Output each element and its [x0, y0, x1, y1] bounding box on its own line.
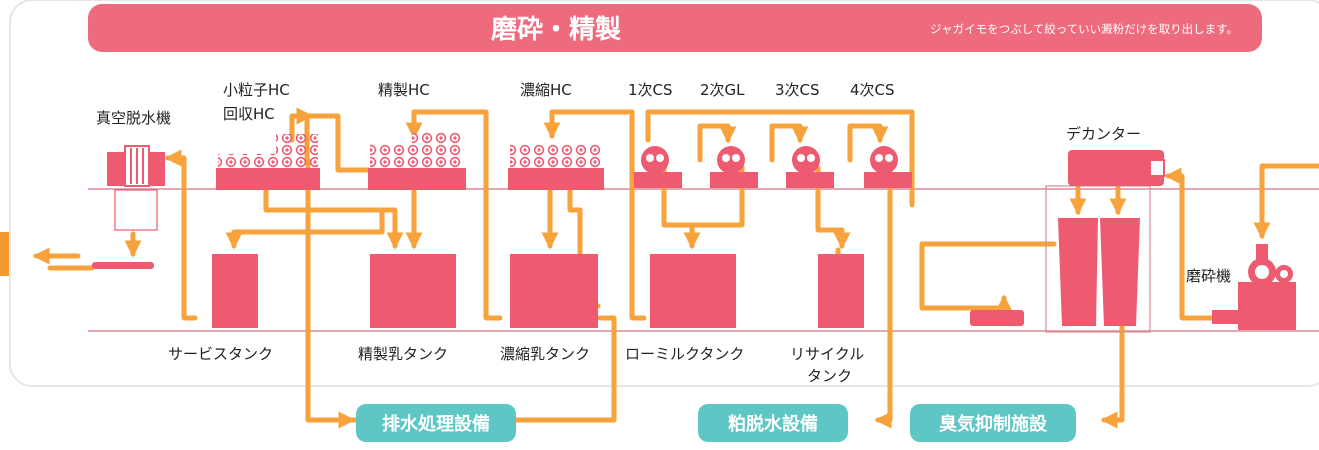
pipe-service-to-dehydrator: [164, 149, 198, 321]
pipe-refined-to-rhc: [405, 109, 503, 321]
refined-milk-tank: [370, 254, 456, 328]
concentration-hc-unit: [508, 144, 604, 190]
label-small-particle-hc: 小粒子HC: [223, 81, 290, 99]
label-2gl: 2次GL: [700, 81, 745, 99]
small-particle-hc-unit: [216, 134, 320, 190]
decanter-unit: [1045, 150, 1165, 333]
pipe-shc-to-wastewater: [305, 157, 356, 429]
pipe-2gl-up: [697, 123, 737, 163]
pipe-raw-to-chc: [543, 109, 647, 321]
header-title: 磨砕・精製: [491, 15, 621, 45]
pipe-3cs-up: [769, 123, 809, 163]
pipe-refined-to-service: [225, 209, 385, 250]
pipe-to-odor: [1100, 323, 1125, 429]
label-recycle-tank-line2: タンク: [807, 367, 852, 385]
label-service-tank: サービスタンク: [168, 345, 273, 363]
label-raw-milk-tank: ローミルクタンク: [625, 345, 744, 363]
tank-labels: サービスタンク 精製乳タンク 濃縮乳タンク ローミルクタンク リサイクル タンク: [168, 345, 864, 385]
pipes: [32, 107, 1319, 429]
pipe-grinder-to-decanter: [1164, 167, 1215, 321]
label-refining-hc: 精製HC: [378, 81, 430, 99]
left-edge-marker: [0, 232, 9, 276]
pipe-3cs-down: [815, 165, 851, 250]
grinder-unit: [1212, 244, 1296, 330]
label-3cs: 3次CS: [775, 81, 820, 99]
label-wastewater: 排水処理設備: [382, 413, 490, 435]
vacuum-dehydrator: [107, 145, 165, 231]
pipe-shc-to-refined: [263, 187, 404, 250]
label-4cs: 4次CS: [850, 81, 895, 99]
label-refined-milk-tank: 精製乳タンク: [358, 345, 448, 363]
pipe-4cs-down: [874, 165, 893, 429]
pipe-to-shc: [304, 113, 371, 173]
label-concentrated-milk-tank: 濃縮乳タンク: [500, 345, 590, 363]
concentrated-milk-tank: [510, 254, 598, 328]
label-concentration-hc: 濃縮HC: [520, 81, 572, 99]
label-decanter: デカンター: [1066, 125, 1141, 143]
pipe-decanter-to-raw: [919, 241, 1057, 312]
centrifuge-1cs: [634, 146, 682, 188]
equipment-labels: 真空脱水機 小粒子HC 回収HC 精製HC 濃縮HC 1次CS 2次GL 3次C…: [96, 81, 1231, 285]
pipe-1cs-down: [661, 165, 701, 250]
centrifuge-4cs: [864, 146, 912, 188]
label-vacuum-dehydrator: 真空脱水機: [96, 109, 171, 127]
pipe-1cs-top: [645, 109, 915, 208]
pipe-4cs-up: [847, 123, 889, 163]
label-odor-control: 臭気抑制施設: [939, 413, 1048, 435]
service-tank: [212, 254, 258, 328]
recycle-tank: [818, 254, 864, 328]
facility-odor-control: 臭気抑制施設: [910, 404, 1076, 442]
pump-decanter: [970, 310, 1024, 326]
centrifuge-2gl: [710, 146, 758, 188]
label-1cs: 1次CS: [628, 81, 673, 99]
refining-hc-unit: [368, 132, 466, 190]
pump-left: [92, 262, 154, 269]
pipe-shc-top: [289, 107, 314, 143]
facility-pulp-dehydration: 粕脱水設備: [698, 404, 848, 442]
label-grinder: 磨砕機: [1186, 267, 1231, 285]
header-description: ジャガイモをつぶして絞っていい澱粉だけを取り出します。: [930, 22, 1238, 36]
raw-milk-tank: [650, 254, 736, 328]
facility-wastewater: 排水処理設備: [356, 404, 516, 442]
label-recovery-hc: 回収HC: [223, 105, 275, 123]
header-banner: 磨砕・精製 ジャガイモをつぶして絞っていい澱粉だけを取り出します。: [88, 4, 1262, 52]
centrifuge-3cs: [786, 146, 834, 188]
label-pulp-dehydration: 粕脱水設備: [728, 413, 818, 435]
pipe-feed-right: [1253, 163, 1319, 240]
label-recycle-tank-line1: リサイクル: [790, 345, 864, 363]
